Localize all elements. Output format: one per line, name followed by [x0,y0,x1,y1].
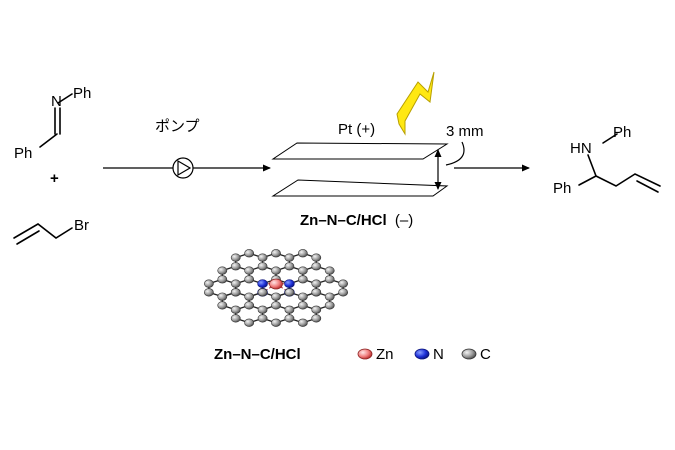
carbon-atom [311,262,322,271]
carbon-atom [324,301,335,310]
carbon-atom [297,249,308,258]
lightning-icon [396,71,435,136]
carbon-atom [297,301,308,310]
carbon-atom [230,253,241,262]
legend: Zn N C [357,346,491,363]
product-amine: HN [570,140,592,157]
imine-structure: N Ph Ph [14,85,91,162]
carbon-atom [271,318,281,327]
anode-plate [271,142,449,160]
carbon-atom [311,279,322,288]
carbon-atom [217,301,228,310]
zinc-atom [269,278,283,290]
product-structure: HN Ph Ph [553,124,661,197]
carbon-atom [311,253,322,262]
legend-c-label: C [480,346,491,363]
carbon-atom [257,288,268,297]
pump-icon [172,157,194,179]
cathode-plate [271,179,449,197]
product-phenyl-n: Ph [613,124,631,141]
legend-c: C [461,346,491,363]
carbon-atom [230,305,241,314]
plus-sign: + [50,170,59,187]
carbon-atom [324,275,335,284]
carbon-atom [338,279,349,288]
carbon-atom [217,292,228,301]
carbon-atom [311,288,322,297]
catalyst-title: Zn–N–C/HCl [214,346,301,363]
product-phenyl-c: Ph [553,180,571,197]
legend-zn: Zn [357,346,394,363]
cathode-name: Zn–N–C/HCl [300,212,387,229]
carbon-atom [230,288,241,297]
carbon-atom [284,262,295,271]
imine-phenyl-n: Ph [73,85,91,102]
nitrogen-atom [284,279,295,288]
carbon-atom [257,314,268,323]
legend-n-label: N [433,346,444,363]
carbon-atom [230,262,241,271]
carbon-atom [324,292,335,301]
carbon-atom [257,305,268,314]
catalyst-lattice [203,249,349,327]
carbon-atom [244,301,255,310]
carbon-atom [284,253,295,262]
carbon-atom [230,314,241,323]
allyl-bromine: Br [74,217,89,234]
carbon-atom [297,275,308,284]
carbon-atom [338,288,349,297]
carbon-atom [257,262,268,271]
carbon-atom [284,305,295,314]
carbon-atom [271,292,281,301]
carbon-atom [203,279,214,288]
carbon-atom [244,266,255,275]
carbon-atom [297,292,308,301]
carbon-atom [257,253,268,262]
carbon-atom [284,314,295,323]
carbon-atom [297,266,308,275]
imine-phenyl-c: Ph [14,145,32,162]
carbon-atom [271,266,281,275]
carbon-atom [297,318,308,327]
allyl-bromide-structure: Br [13,217,89,245]
carbon-atom [203,288,214,297]
nitrogen-atom [257,279,268,288]
anode-label: Pt (+) [338,121,375,138]
pump-label: ポンプ [155,118,200,135]
gap-label: 3 mm [446,123,484,140]
flow-cell [271,141,465,197]
cathode-sign: (–) [395,212,413,229]
imine-nitrogen: N [51,93,62,110]
carbon-atom [324,266,335,275]
carbon-atom [271,249,281,258]
carbon-atom [244,318,255,327]
legend-zn-label: Zn [376,346,394,363]
carbon-atom [271,301,281,310]
cathode-label: Zn–N–C/HCl (–) [300,212,413,229]
carbon-atom [311,314,322,323]
carbon-atom [244,275,255,284]
legend-n: N [414,346,444,363]
carbon-atom [217,275,228,284]
carbon-atom [244,292,255,301]
carbon-atom [244,249,255,258]
carbon-atom [217,266,228,275]
carbon-atom [230,279,241,288]
carbon-atom [311,305,322,314]
carbon-atom [284,288,295,297]
gap-callout [445,141,465,166]
